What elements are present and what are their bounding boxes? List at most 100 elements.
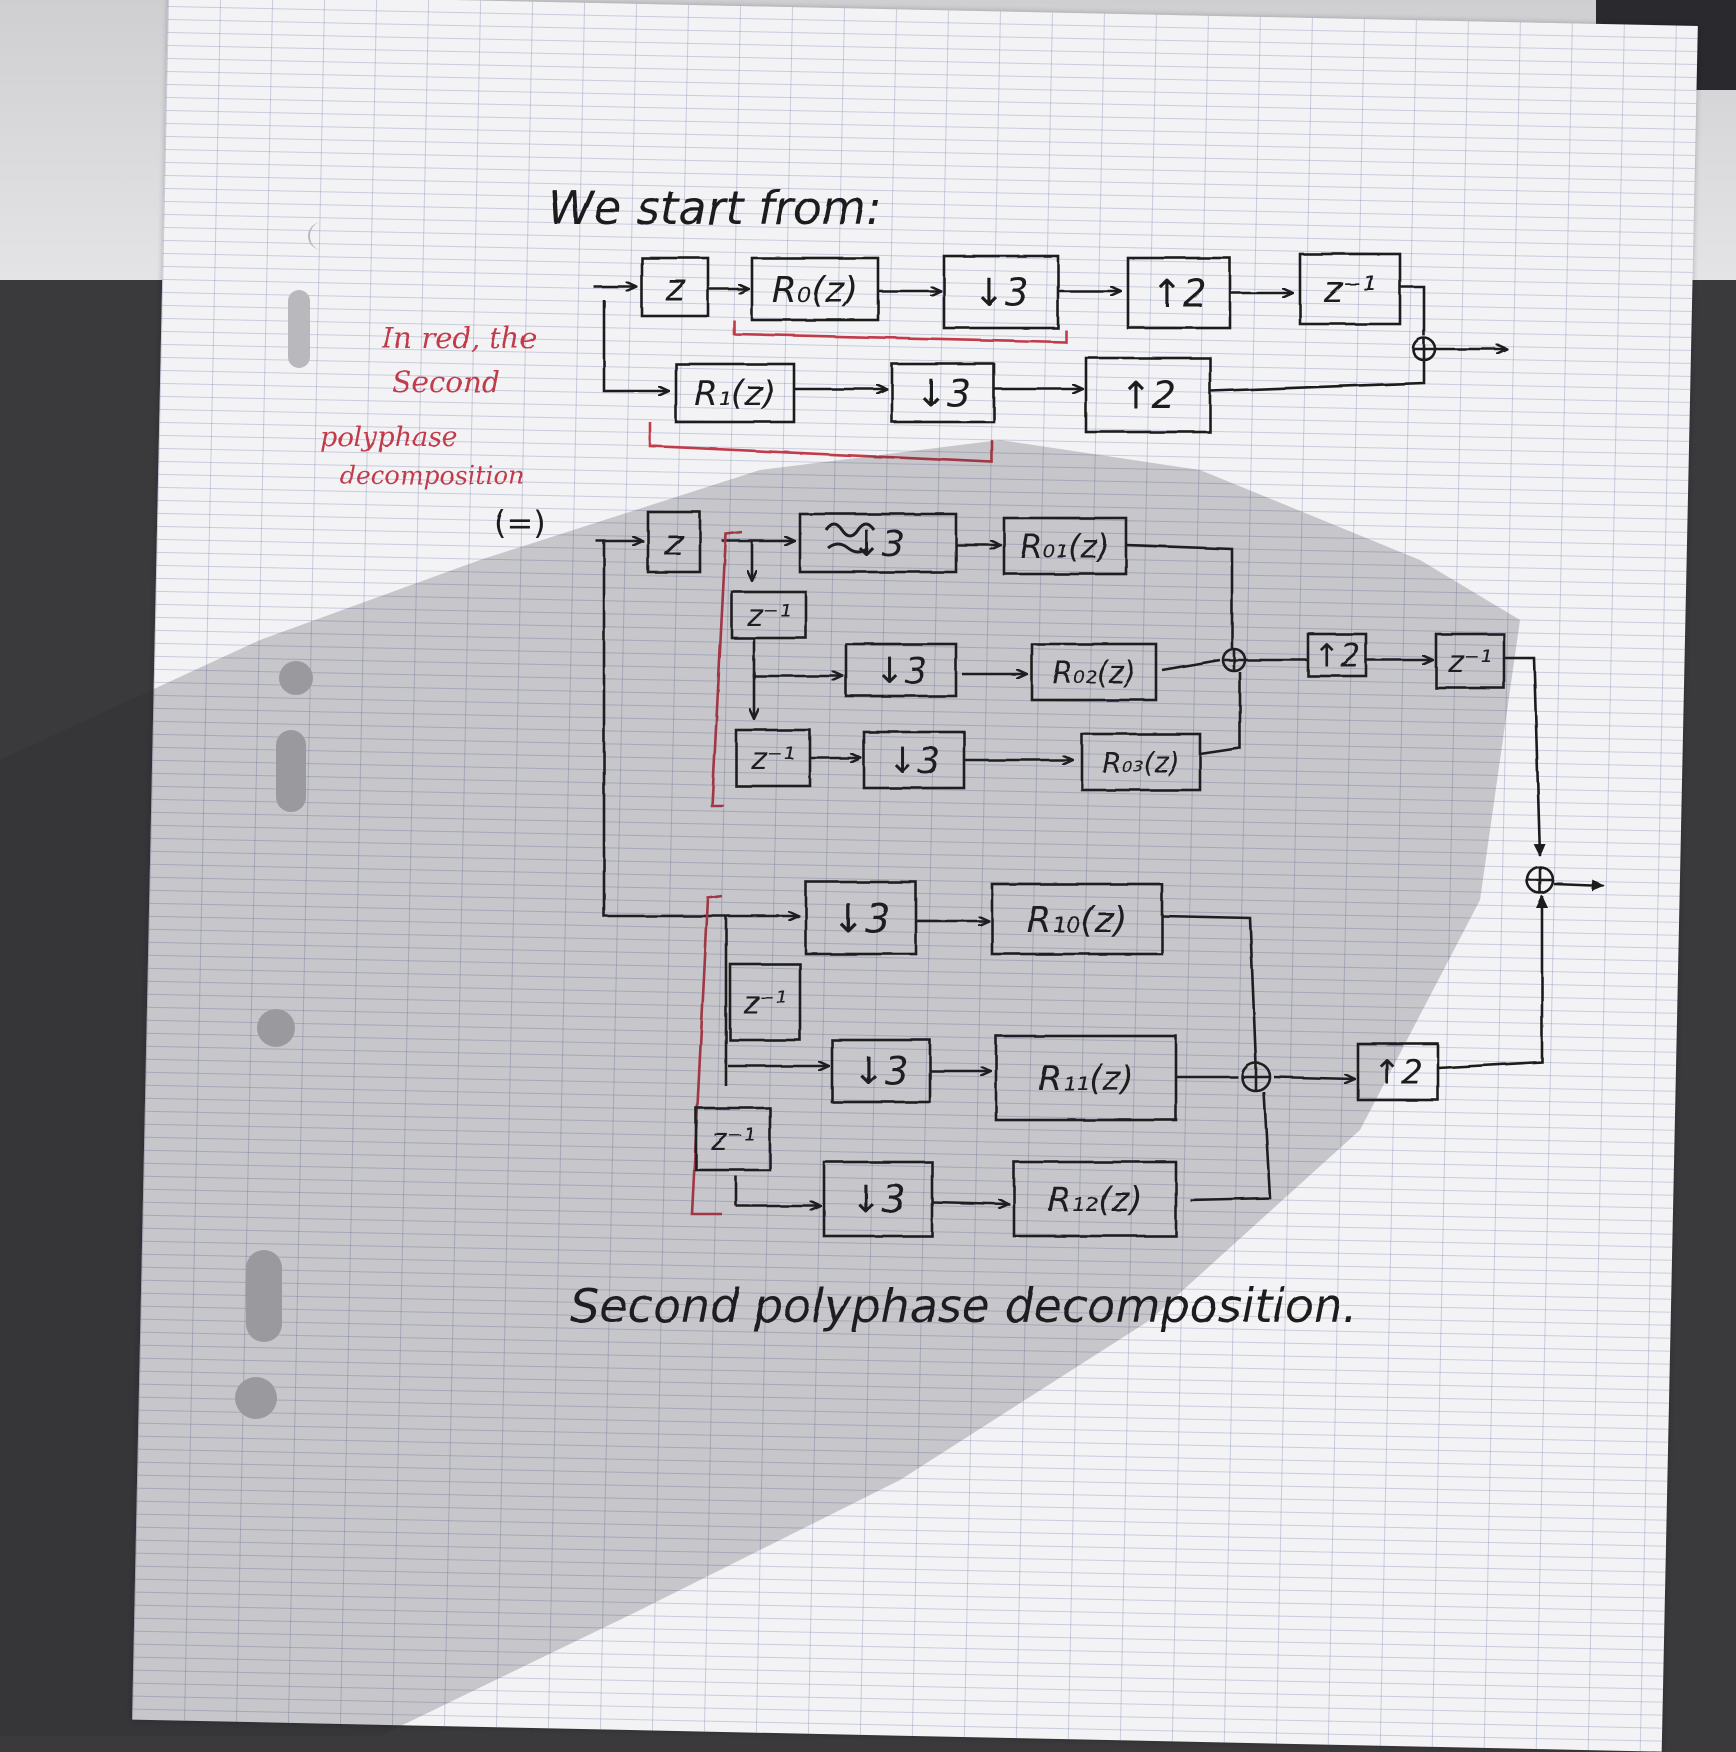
g0-downsample-row0-block-label: ↓3: [851, 524, 904, 565]
red-brackets-bottom: [690, 530, 743, 1216]
g0-downsample-row2-block: ↓3: [862, 730, 966, 790]
g0-filter-r03-block: R₀₃(z): [1080, 732, 1202, 792]
scribble: [824, 522, 876, 554]
top-delay-out-block-label: z⁻¹: [1323, 270, 1376, 311]
g1-filter-r11-block: R₁₁(z): [994, 1034, 1178, 1122]
g1-upsample-block-frame: [1356, 1042, 1440, 1102]
g0-filter-r03-block-label: R₀₃(z): [1102, 746, 1180, 779]
g0-upsample-block-frame: [1306, 632, 1368, 678]
side-note-line-4: decomposition: [340, 461, 525, 490]
g1-downsample-row0-block-label: ↓3: [832, 896, 891, 942]
top-downsample-row0-block-frame: [942, 254, 1060, 330]
g0-delay-out-block: z⁻¹: [1434, 632, 1506, 690]
binder-holes: [235, 222, 322, 1419]
g1-upsample-block-label: ↑2: [1373, 1053, 1423, 1093]
g0-delay-2-block-frame: [734, 728, 812, 788]
intro-text: We start from:: [548, 181, 882, 235]
side-note-line-3: polyphase: [320, 422, 458, 453]
g1-upsample-block: ↑2: [1356, 1042, 1440, 1102]
g0-upsample-block-label: ↑2: [1313, 637, 1360, 675]
side-note-line-1: In red, the: [381, 321, 537, 355]
top-upsample-row0-block: ↑2: [1126, 256, 1232, 330]
g0-filter-r02-block-frame: [1030, 642, 1158, 702]
g0-delay-out-block-label: z⁻¹: [1447, 645, 1492, 680]
g0-filter-r01-block: R₀₁(z): [1002, 516, 1128, 576]
g0-sum-node: [1221, 647, 1247, 673]
top-upsample-row0-block-frame: [1126, 256, 1232, 330]
g0-filter-r02-block-label: R₀₂(z): [1052, 656, 1136, 691]
red-brackets-top: [648, 320, 1068, 464]
g1-downsample-row0-block: ↓3: [804, 880, 918, 956]
top-delay-out-block: z⁻¹: [1298, 252, 1402, 326]
g0-downsample-row0-block-frame: [798, 512, 958, 574]
top-downsample-row1-block-label: ↓3: [915, 372, 971, 416]
caption: Second polyphase decomposition.: [570, 1279, 1357, 1333]
g0-filter-r01-block-frame: [1002, 516, 1128, 576]
top-downsample-row1-block-frame: [890, 362, 996, 424]
g0-delay-2-block: z⁻¹: [734, 728, 812, 788]
g1-downsample-row0-block-frame: [804, 880, 918, 956]
g0-filter-r03-block-frame: [1080, 732, 1202, 792]
top-filter-r0-block-frame: [750, 256, 880, 322]
top-upsample-row1-block-label: ↑2: [1120, 374, 1176, 418]
g0-upsample-block: ↑2: [1306, 632, 1368, 678]
g0-downsample-row1-block-label: ↓3: [874, 651, 927, 692]
binder-hole: [235, 1377, 277, 1419]
g0-delay-out-block-frame: [1434, 632, 1506, 690]
top-delay-out-block-frame: [1298, 252, 1402, 326]
binder-hole: [257, 1009, 295, 1047]
g0-downsample-row0-block: ↓3: [798, 512, 958, 574]
top-filter-r1-block: R₁(z): [674, 362, 796, 424]
g1-sum-node: [1240, 1061, 1272, 1093]
final-sum-node: [1525, 865, 1555, 895]
bottom-input-delay-block-frame: [646, 510, 702, 574]
g1-downsample-row1-block: ↓3: [830, 1038, 932, 1104]
top-filter-r0-block: R₀(z): [750, 256, 880, 322]
g1-delay-2-block: z⁻¹: [694, 1106, 772, 1172]
g1-filter-r11-block-label: R₁₁(z): [1038, 1059, 1133, 1099]
g0-downsample-row2-block-label: ↓3: [887, 741, 940, 782]
g1-delay-1-block-frame: [728, 962, 802, 1042]
top-input-delay-block-frame: [640, 256, 710, 318]
equivalence-symbol: (=): [494, 504, 546, 542]
g1-filter-r12-block-label: R₁₂(z): [1047, 1180, 1142, 1220]
side-note-line-2: Second: [392, 365, 500, 399]
g1-delay-1-block: z⁻¹: [728, 962, 802, 1042]
g0-filter-r02-block: R₀₂(z): [1030, 642, 1158, 702]
g1-downsample-row2-block-frame: [822, 1160, 934, 1238]
g1-filter-r11-block-frame: [994, 1034, 1178, 1122]
g0-downsample-row2-block-frame: [862, 730, 966, 790]
top-downsample-row0-block-label: ↓3: [973, 271, 1029, 315]
side-note: In red, the Second polyphase decompositi…: [320, 321, 537, 490]
g1-filter-r12-block: R₁₂(z): [1012, 1160, 1178, 1238]
g0-filter-r01-block-label: R₀₁(z): [1020, 528, 1110, 566]
top-downsample-row1-block: ↓3: [890, 362, 996, 424]
g1-filter-r10-block-label: R₁₀(z): [1027, 900, 1128, 941]
top-filter-r0-block-label: R₀(z): [772, 270, 858, 311]
g1-downsample-row1-block-label: ↓3: [853, 1050, 909, 1094]
g1-downsample-row1-block-frame: [830, 1038, 932, 1104]
g0-delay-1-block-frame: [730, 590, 808, 640]
top-input-delay-block-label: z: [664, 266, 686, 310]
binder-hole: [246, 1250, 282, 1342]
g1-delay-2-block-label: z⁻¹: [710, 1123, 755, 1158]
top-downsample-row0-block: ↓3: [942, 254, 1060, 330]
bottom-wires: [596, 541, 1605, 1206]
binder-hole: [308, 222, 322, 250]
block-boxes: zR₀(z)↓3↑2z⁻¹R₁(z)↓3↑2z↓3R₀₁(z)z⁻¹↓3R₀₂(…: [640, 252, 1555, 1238]
g1-delay-1-block-label: z⁻¹: [742, 986, 787, 1021]
binder-hole: [288, 290, 310, 368]
g0-delay-1-block-label: z⁻¹: [746, 599, 791, 634]
binder-hole: [279, 661, 313, 695]
top-diagram: [594, 287, 1506, 391]
g1-downsample-row2-block-label: ↓3: [850, 1178, 906, 1222]
top-filter-r1-block-label: R₁(z): [694, 374, 776, 414]
bottom-input-delay-block-label: z: [664, 523, 685, 564]
top-upsample-row0-block-label: ↑2: [1151, 272, 1207, 316]
handwriting: We start from: In red, the Second polyph…: [320, 181, 1357, 1333]
g1-filter-r10-block-frame: [990, 882, 1164, 956]
binder-hole: [276, 730, 306, 812]
g1-filter-r12-block-frame: [1012, 1160, 1178, 1238]
g1-filter-r10-block: R₁₀(z): [990, 882, 1164, 956]
